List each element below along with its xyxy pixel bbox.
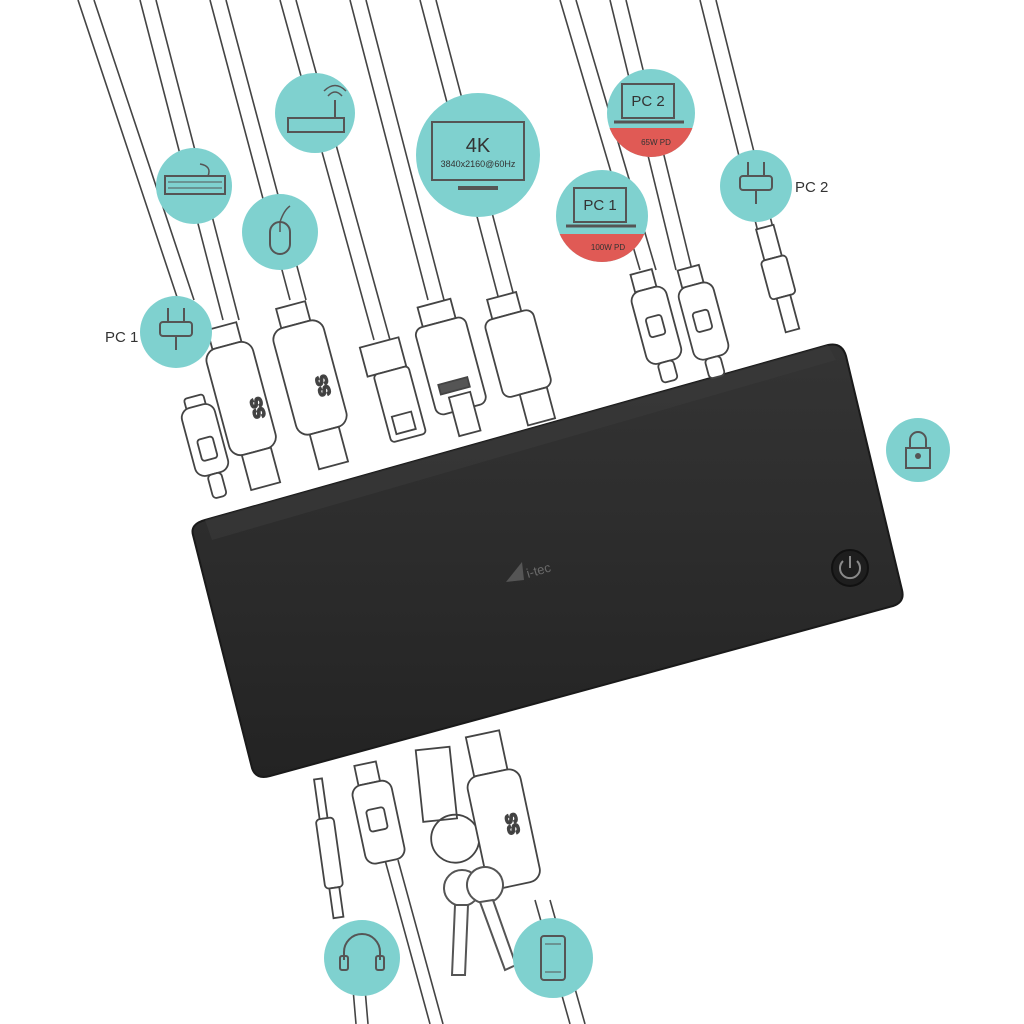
smartphone-icon: [513, 918, 593, 998]
docking-station: i-tec: [191, 343, 904, 778]
pc1-laptop-label: PC 1: [583, 197, 616, 214]
usb-ss-label: SS: [503, 811, 524, 836]
hdmi-connector: [414, 297, 487, 438]
bottom-connectors: SS: [313, 729, 541, 920]
audio-jack-connector: [313, 777, 345, 920]
pc1-power-label: PC 1: [105, 329, 138, 346]
brand-logo: i-tec: [506, 560, 553, 582]
power-plug-icon: [140, 296, 212, 368]
monitor-res-label: 4K: [466, 135, 491, 157]
pd-100w-label: 100W PD: [591, 243, 625, 252]
displayport-connector: [484, 290, 557, 427]
usb-c-connector: [629, 268, 683, 384]
pc2-laptop-label: PC 2: [631, 93, 664, 110]
top-connectors: SS SS: [180, 223, 801, 499]
usb-a-connector: SS: [464, 729, 541, 890]
usb-a-connector: SS: [272, 300, 350, 471]
usb-ss-label: SS: [313, 373, 335, 398]
pd-65w-label: 65W PD: [641, 138, 671, 147]
kensington-lock-connector: [414, 745, 481, 864]
power-plug-icon: [720, 150, 792, 222]
usb-c-connector: [676, 263, 730, 379]
monitor-spec-label: 3840x2160@60Hz: [441, 159, 516, 169]
keyboard-icon: [156, 148, 232, 224]
headset-icon: [324, 920, 400, 996]
mouse-icon: [242, 194, 318, 270]
usb-a-connector: SS: [205, 321, 282, 492]
pc2-power-label: PC 2: [795, 179, 828, 196]
lock-icon: [886, 418, 950, 482]
usb-ss-label: SS: [248, 395, 270, 420]
key-icon: [443, 866, 518, 976]
laptop-icon: PC 2 65W PD: [607, 69, 695, 157]
power-button-icon[interactable]: [831, 549, 869, 587]
top-icon-circles: PC 1 4K: [105, 69, 828, 368]
brand-name: i-tec: [525, 560, 553, 581]
dc-barrel-connector: [755, 223, 801, 334]
ethernet-connector: [358, 336, 427, 443]
router-icon: [275, 73, 355, 153]
usb-c-connector: [180, 393, 230, 499]
usb-c-connector: [351, 760, 406, 865]
monitor-icon: 4K 3840x2160@60Hz: [416, 93, 540, 217]
